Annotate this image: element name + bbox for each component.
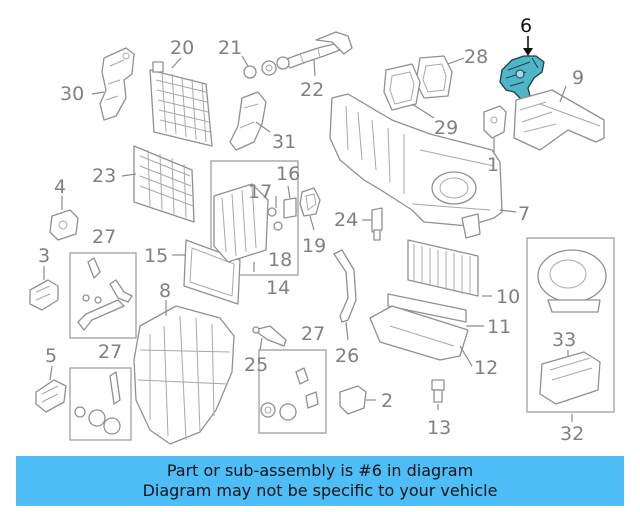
part-17-valve [267, 207, 283, 231]
part-19-seal [299, 187, 321, 217]
part-7-hvac-housing [329, 93, 503, 239]
part-23-radiator [133, 145, 195, 223]
banner-line-part-number: Part or sub-assembly is #6 in diagram [166, 461, 474, 480]
parts-diagram: 1 2 3 4 5 6 7 8 9 10 11 12 13 14 15 16 1… [29, 15, 615, 445]
part-24-sensor [371, 207, 383, 241]
callout-25: 25 [244, 354, 268, 376]
part-16-expansion-valve [283, 197, 297, 219]
part-27-linkage-left [77, 257, 133, 331]
callout-8: 8 [159, 280, 171, 302]
banner-line-disclaimer: Diagram may not be specific to your vehi… [142, 481, 498, 500]
bracket-27-bottom-right [258, 349, 327, 434]
callout-6-highlighted: 6 [520, 15, 532, 37]
callout-31: 31 [272, 131, 296, 153]
part-4-sensor [49, 209, 79, 241]
callout-7: 7 [518, 203, 530, 225]
callout-10: 10 [496, 286, 520, 308]
part-28-gasket [415, 55, 453, 99]
part-25-connector [252, 325, 287, 347]
part-27-gears [74, 371, 121, 435]
part-26-drain-hose [333, 249, 357, 323]
part-27-flaps [260, 367, 319, 421]
part-13-bolt [431, 379, 445, 403]
callout-32: 32 [560, 423, 584, 445]
bracket-27-bottom-left [69, 367, 132, 441]
part-18-evaporator [213, 183, 269, 263]
callout-16: 16 [276, 163, 300, 185]
callout-28: 28 [464, 46, 488, 68]
callout-23: 23 [92, 165, 116, 187]
callout-12: 12 [474, 357, 498, 379]
part-3-motor [29, 279, 59, 311]
bracket-27-left [69, 252, 137, 339]
callout-30: 30 [60, 83, 84, 105]
info-banner: Part or sub-assembly is #6 in diagram Di… [16, 456, 624, 506]
callout-26: 26 [335, 345, 359, 367]
callout-9: 9 [572, 67, 584, 89]
callout-13: 13 [427, 417, 451, 439]
callout-20: 20 [170, 37, 194, 59]
callout-5: 5 [45, 345, 57, 367]
part-6-arrow [523, 36, 533, 56]
leader-lines [43, 55, 573, 422]
part-1-actuator [483, 105, 507, 139]
callout-33: 33 [552, 329, 576, 351]
callout-15: 15 [144, 245, 168, 267]
part-9-cover [513, 89, 605, 151]
callout-14: 14 [266, 277, 290, 299]
callout-27-bottom-left: 27 [98, 341, 122, 363]
part-21-seal [243, 60, 277, 79]
callout-1: 1 [487, 154, 499, 176]
bracket-32 [526, 237, 615, 413]
callout-11: 11 [487, 316, 511, 338]
part-6-highlighted [499, 55, 545, 101]
part-12-cover [369, 305, 469, 361]
part-5-actuator [35, 379, 67, 413]
part-11-seal [387, 293, 467, 323]
callout-27-left: 27 [92, 226, 116, 248]
part-10-pollen-filter [407, 239, 479, 297]
part-2-actuator [339, 385, 367, 415]
callout-21: 21 [218, 37, 242, 59]
callout-4: 4 [54, 176, 66, 198]
part-29-gasket [383, 63, 421, 111]
callout-22: 22 [300, 79, 324, 101]
callout-2: 2 [381, 390, 393, 412]
part-8-lower-housing [133, 305, 235, 445]
bracket-14 [210, 160, 299, 276]
callout-29: 29 [434, 117, 458, 139]
callout-24: 24 [334, 209, 358, 231]
callout-27-bottom-right: 27 [301, 323, 325, 345]
part-20-heater-core [149, 61, 213, 147]
callout-18: 18 [268, 249, 292, 271]
part-22-pipes [276, 31, 353, 70]
part-30-bracket [99, 47, 135, 121]
callout-labels: 1 2 3 4 5 6 7 8 9 10 11 12 13 14 15 16 1… [38, 15, 584, 445]
part-31-bracket [229, 91, 267, 151]
part-32-blower-motor [537, 249, 607, 313]
callout-3: 3 [38, 245, 50, 267]
part-33-resistor [539, 351, 601, 405]
callout-17: 17 [248, 181, 272, 203]
callout-19: 19 [302, 235, 326, 257]
